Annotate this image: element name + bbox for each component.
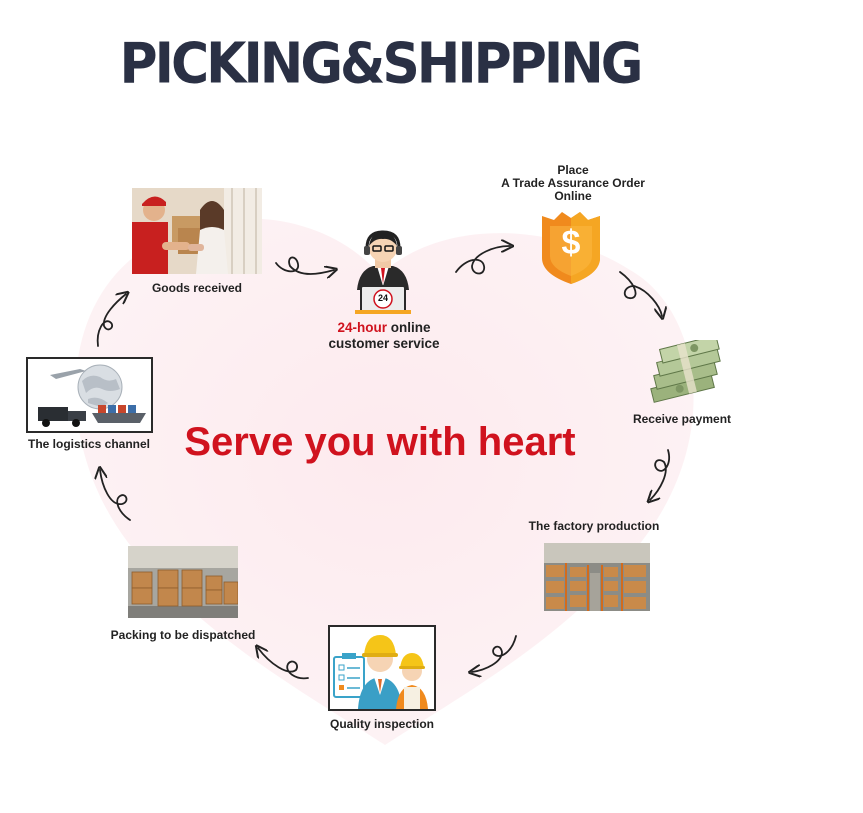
arrow-factory-to-quality [472,636,516,672]
arrow-payment-to-factory [650,450,669,500]
arrow-service-to-order [456,246,510,274]
arrow-goods-to-service [276,257,334,274]
arrow-quality-to-packing [258,648,308,678]
arrow-logistics-to-goods [98,294,126,346]
arrow-packing-to-logistics [100,470,130,520]
arrow-order-to-payment [620,272,662,316]
